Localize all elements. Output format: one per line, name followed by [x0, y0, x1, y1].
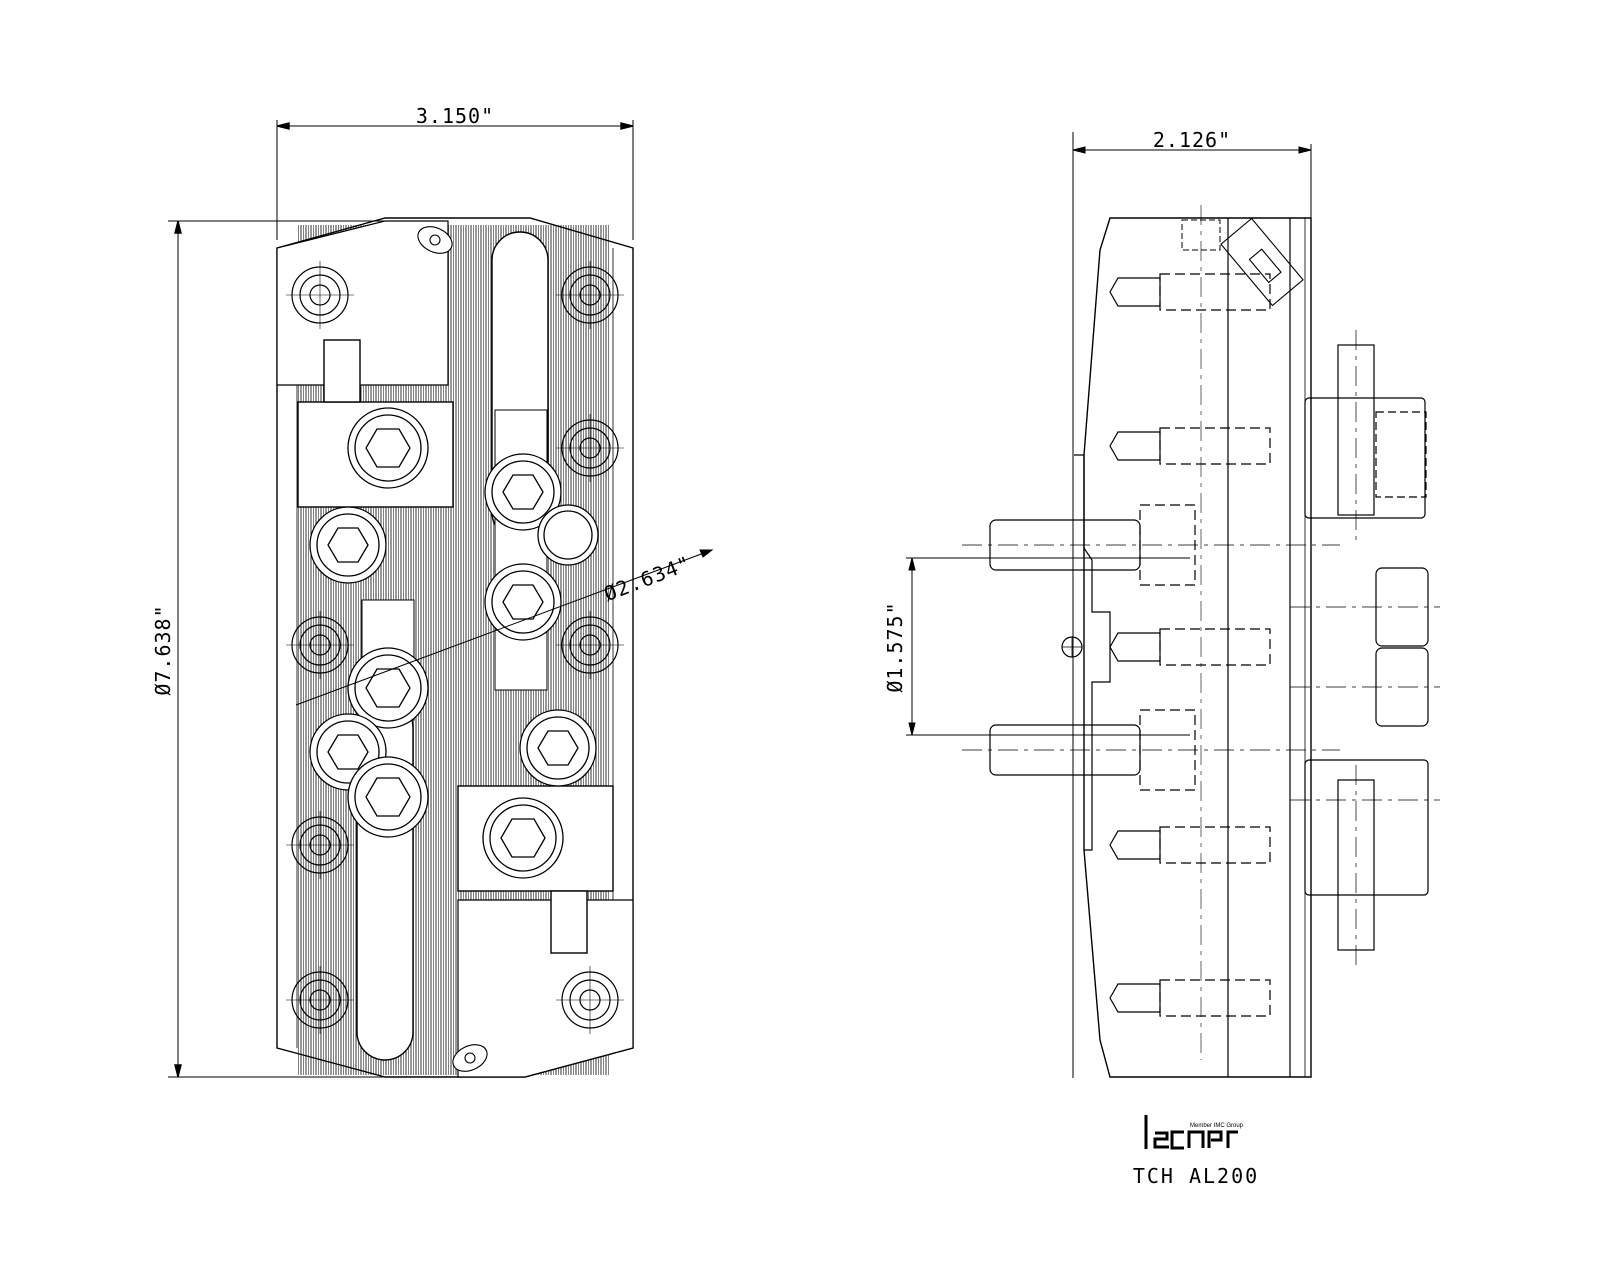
corner-bolts — [286, 261, 624, 1034]
front-height-dimension: Ø7.638" — [151, 220, 390, 1078]
side-clamp-heads — [1290, 330, 1440, 965]
side-shanks — [962, 504, 1340, 791]
bore-dim-label: Ø1.575" — [883, 601, 907, 692]
iscar-logo — [1144, 1115, 1238, 1150]
member-imc-text: Member IMC Group — [1190, 1123, 1244, 1129]
hex-socket-screws — [309, 407, 599, 879]
title-block: Member IMC Group TCH AL200 — [1133, 1115, 1259, 1188]
diagonal-dim-label: Ø2.634" — [601, 551, 695, 606]
side-view: 2.126" Ø1.575" — [883, 128, 1440, 1078]
front-width-label: 3.150" — [416, 104, 494, 128]
side-screws — [1109, 273, 1271, 1017]
model-label: TCH AL200 — [1133, 1164, 1259, 1188]
front-width-dimension: 3.150" — [276, 104, 634, 240]
bore-dimension: Ø1.575" — [883, 557, 1190, 736]
front-height-label: Ø7.638" — [151, 604, 175, 695]
side-body-outline — [1083, 217, 1312, 1078]
front-view: 3.150" Ø7.638" — [151, 104, 714, 1078]
side-width-label: 2.126" — [1153, 128, 1231, 152]
side-top-insert — [1220, 217, 1304, 307]
insert-bottom — [452, 1044, 488, 1072]
side-width-dimension: 2.126" — [1072, 128, 1312, 1078]
insert-top — [417, 226, 453, 254]
